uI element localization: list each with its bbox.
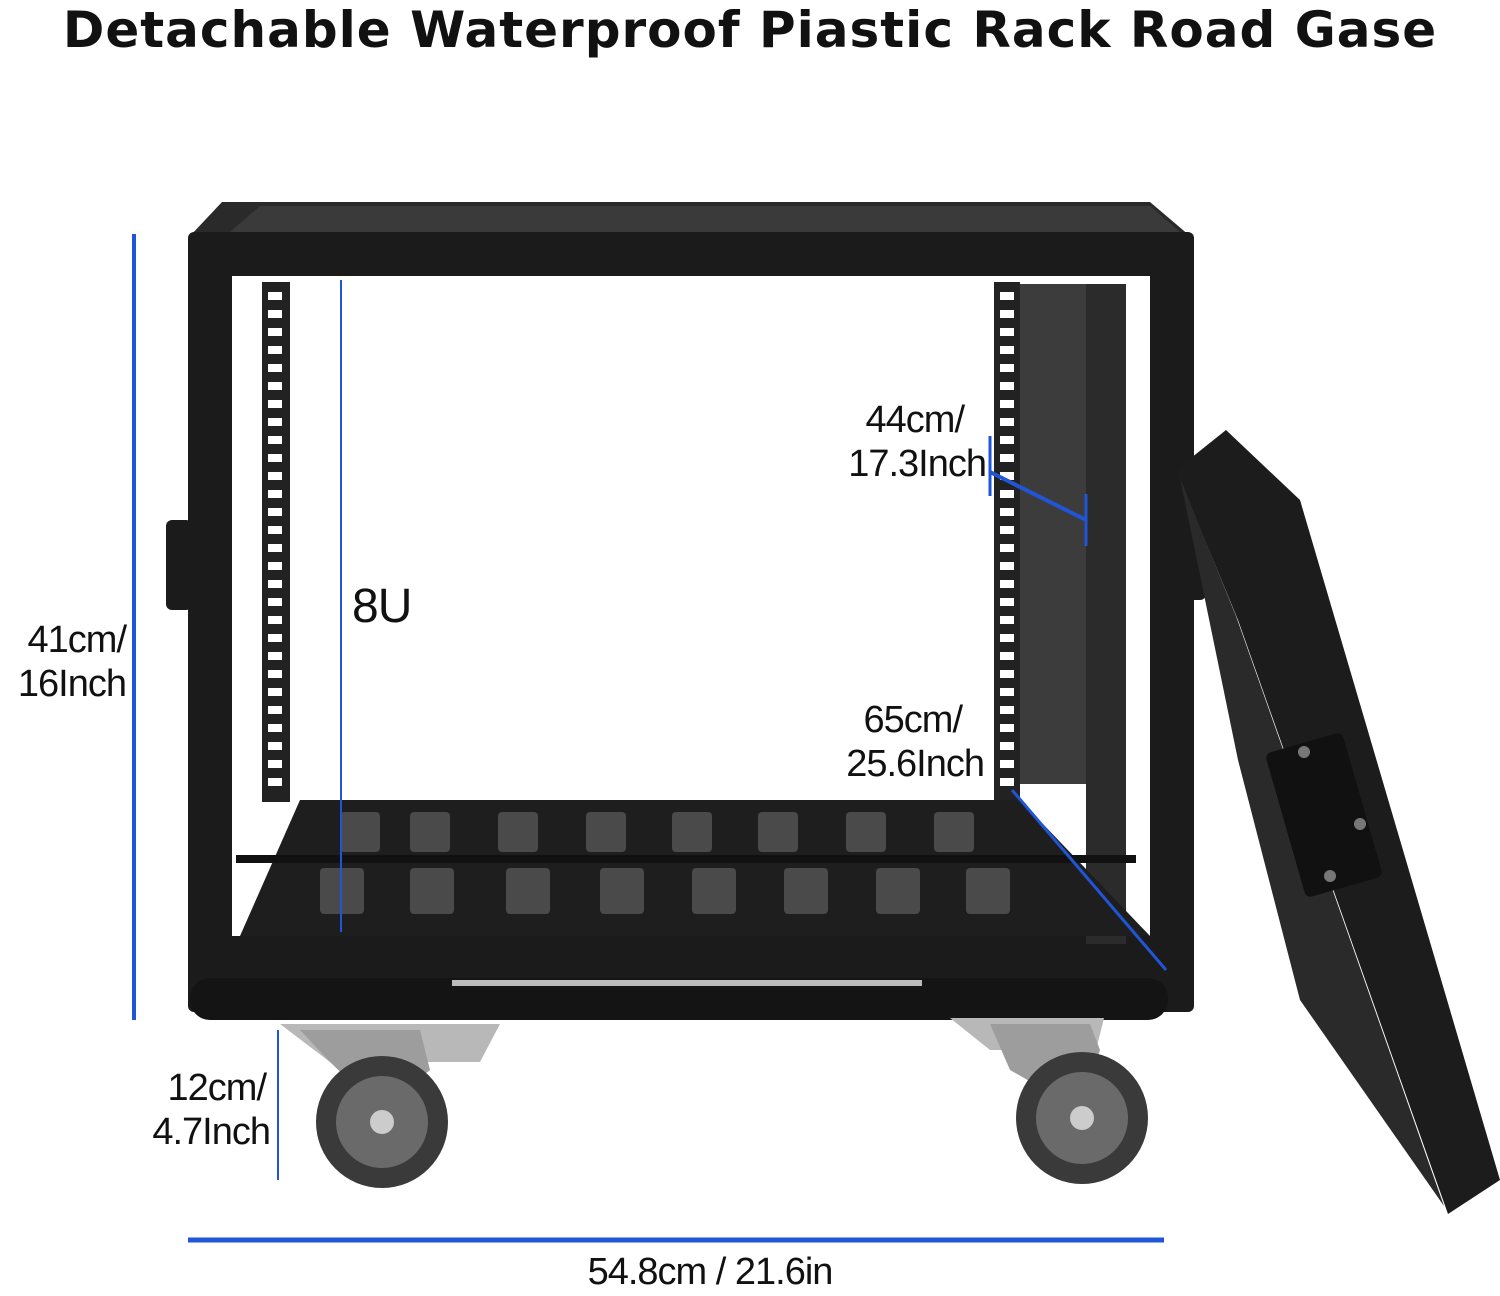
- height-label: 41cm/ 16Inch: [0, 618, 127, 706]
- depth-label-inch: 25.6Inch: [846, 743, 985, 785]
- inner-width-dim-line: [989, 470, 1087, 522]
- height-label-cm: 41cm/: [27, 619, 127, 661]
- detached-lid: [1176, 430, 1500, 1214]
- rack-units-label: 8U: [352, 580, 412, 633]
- right-caster: [950, 1018, 1148, 1184]
- depth-label-cm: 65cm/: [863, 699, 963, 741]
- dimension-lines: [132, 234, 1168, 1243]
- overall-width-label: 54.8cm / 21.6in: [587, 1251, 834, 1293]
- page-title: Detachable Waterproof Piastic Rack Road …: [62, 1, 1438, 59]
- caster-height-label: 12cm/ 4.7Inch: [120, 1066, 271, 1154]
- right-rail-holes: [1000, 292, 1014, 786]
- inner-width-label: 44cm/ 17.3Inch: [800, 398, 987, 486]
- case-base: [190, 978, 1168, 1020]
- case-floor-tray: [240, 800, 1150, 936]
- caster-height-label-cm: 12cm/: [167, 1067, 267, 1109]
- left-rail-holes: [268, 292, 282, 786]
- inner-width-label-inch: 17.3Inch: [848, 443, 987, 485]
- height-label-inch: 16Inch: [17, 663, 127, 705]
- left-caster: [280, 1024, 500, 1188]
- depth-dim-line: [1010, 789, 1168, 971]
- inner-width-label-cm: 44cm/: [865, 399, 965, 441]
- depth-label: 65cm/ 25.6Inch: [800, 698, 985, 786]
- caster-height-label-inch: 4.7Inch: [152, 1111, 271, 1153]
